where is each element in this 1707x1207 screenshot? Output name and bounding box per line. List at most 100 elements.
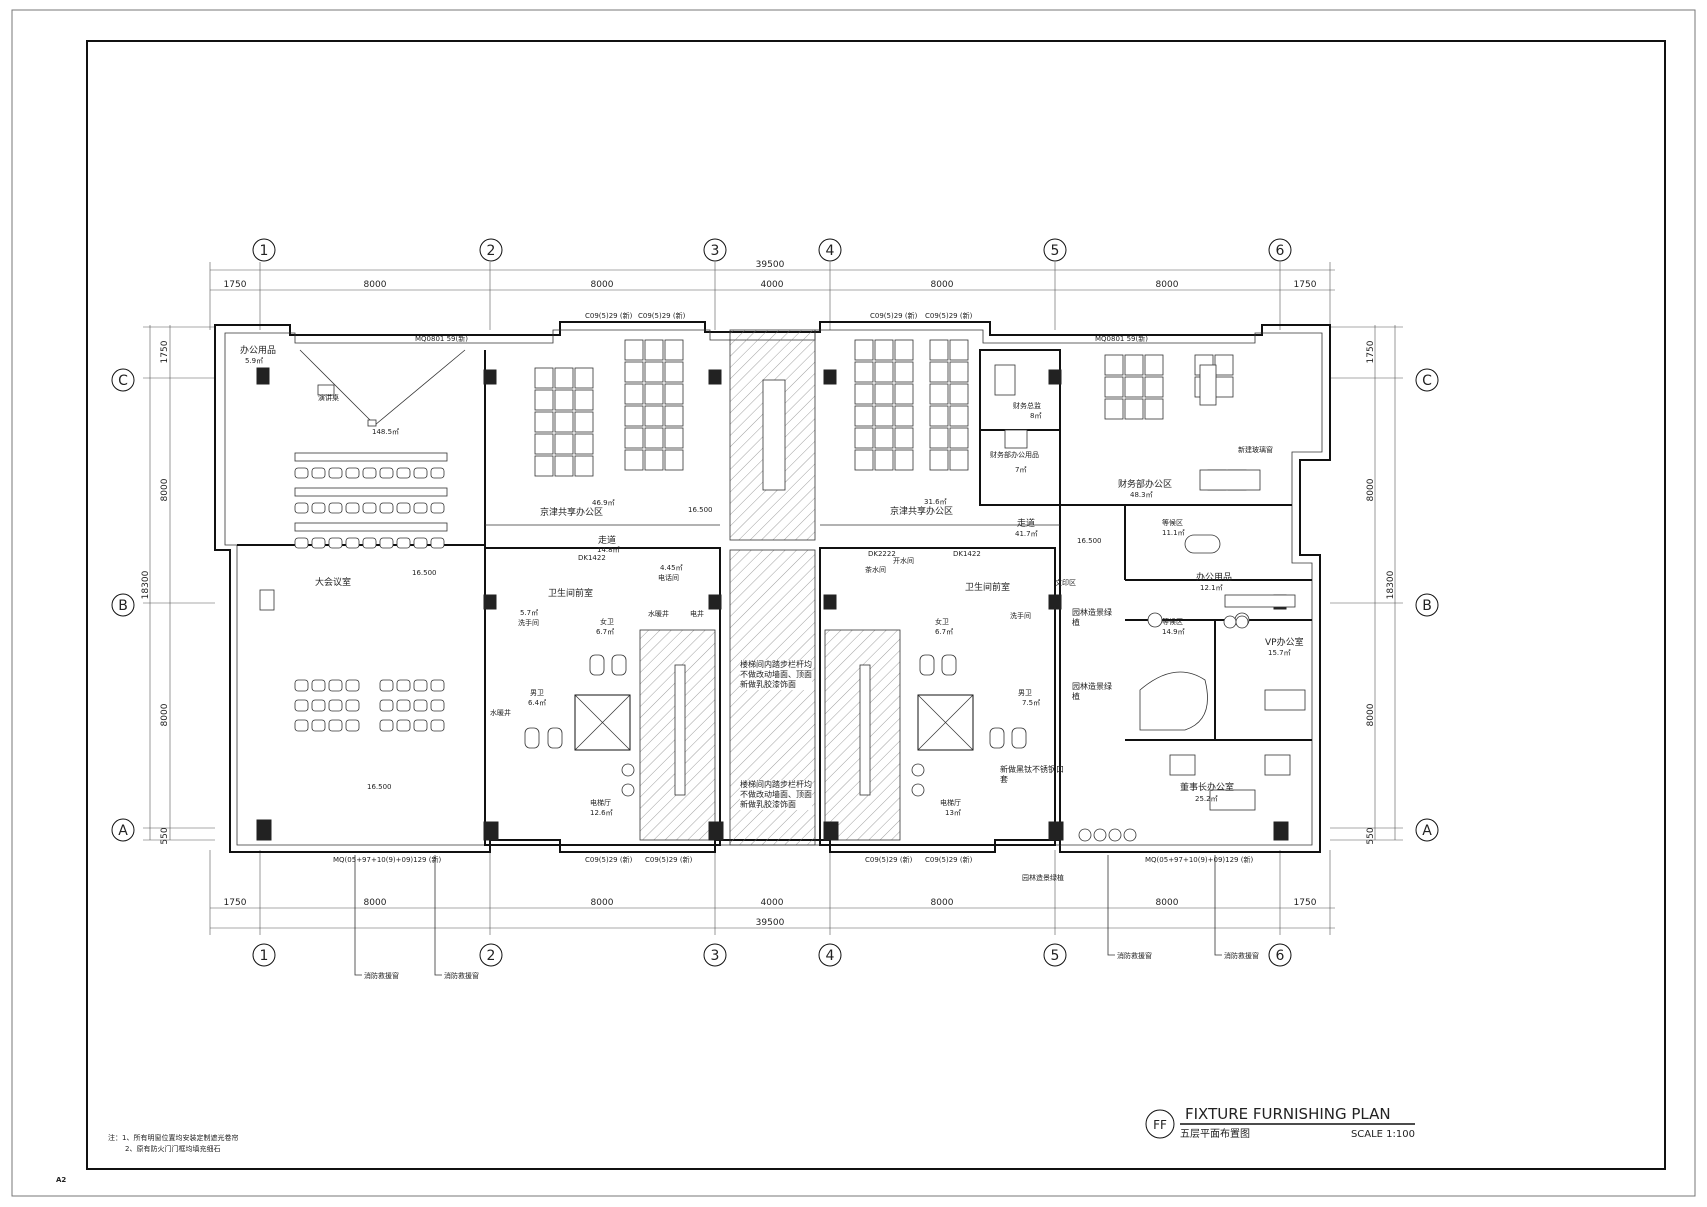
structural-columns	[256, 367, 1289, 841]
axis-left-c: C	[118, 373, 128, 389]
title-badge: FF	[1153, 1118, 1167, 1132]
code-win-c4: C09(5)29 (新)	[925, 311, 973, 320]
stair-note-2: 楼梯间内踏步栏杆均不做改动墙面、顶面新做乳胶漆饰面	[740, 780, 812, 810]
stair-note-1-box: 楼梯间内踏步栏杆均不做改动墙面、顶面新做乳胶漆饰面	[740, 660, 812, 690]
workstation-desk	[874, 383, 894, 405]
workstation-desk	[554, 411, 574, 433]
conference-chair	[311, 537, 326, 549]
code-win-c1: C09(5)29 (新)	[585, 311, 633, 320]
conference-chair	[379, 467, 394, 479]
label-electric-shaft-left: 电井	[690, 609, 704, 618]
plant-pot	[1223, 615, 1237, 629]
workstation-desk	[894, 361, 914, 383]
level-conference: 16.500	[412, 569, 437, 577]
label-office-supplies-right: 办公用品	[1196, 571, 1232, 583]
axis-top-3: 3	[711, 243, 720, 259]
conference-chair	[345, 537, 360, 549]
workstation-desk	[554, 455, 574, 477]
sheet-id: A2	[56, 1176, 66, 1184]
axis-right-b: B	[1422, 598, 1432, 614]
label-waiting-2: 等候区	[1162, 617, 1183, 626]
area-female-right: 6.7㎡	[935, 628, 953, 636]
left-vdim-2: 8000	[160, 478, 170, 501]
top-dim-2: 8000	[364, 280, 387, 290]
bottom-dim-1: 1750	[224, 898, 247, 908]
workstation-desk	[644, 361, 664, 383]
code-win-c2: C09(5)29 (新)	[638, 311, 686, 320]
label-tea-room: 茶水间	[865, 565, 886, 574]
workstation-desk	[874, 449, 894, 471]
workstation-desk	[1124, 354, 1144, 376]
workstation-desk	[624, 449, 644, 471]
conference-podium-lines	[259, 349, 466, 611]
toilet-fixture	[989, 727, 1005, 749]
toilet-fixture	[589, 654, 605, 676]
workstation-desk	[949, 361, 969, 383]
workstation-desk	[624, 383, 644, 405]
workstation-desk	[1104, 376, 1124, 398]
area-elevator-hall-left: 12.6㎡	[590, 809, 613, 817]
drawing-frame	[86, 40, 1666, 1170]
right-dimension-lines	[1330, 325, 1403, 841]
audience-chair	[328, 679, 343, 692]
code-dk-right: DK1422	[953, 550, 981, 558]
area-vp-office: 15.7㎡	[1268, 649, 1291, 657]
workstation-desk	[644, 383, 664, 405]
right-vdim-2: 8000	[1366, 478, 1376, 501]
conference-chair	[379, 537, 394, 549]
area-male-right: 7.5㎡	[1022, 699, 1040, 707]
side-axis-bubbles	[111, 368, 1439, 842]
audience-chair	[379, 699, 394, 712]
top-dim-4: 4000	[761, 280, 784, 290]
label-conference: 大会议室	[315, 576, 351, 588]
area-electric-left: 4.45㎡	[660, 564, 683, 572]
audience-chair	[430, 719, 445, 732]
label-corridor-right: 走道	[1017, 517, 1035, 529]
label-garden-1: 园林造景绿植	[1072, 608, 1112, 627]
workstation-desk	[949, 339, 969, 361]
workstation-desk	[854, 383, 874, 405]
conference-chair	[328, 467, 343, 479]
axis-bottom-4: 4	[826, 948, 835, 964]
area-waiting-1: 11.1㎡	[1162, 529, 1185, 537]
audience-chair	[430, 699, 445, 712]
axis-bottom-3: 3	[711, 948, 720, 964]
conference-chair	[328, 502, 343, 514]
label-fire-rescue-3: 消防救援窗	[1117, 951, 1152, 960]
code-dk-mid: DK2222	[868, 550, 896, 558]
conference-table	[294, 487, 448, 497]
conference-chair	[294, 537, 309, 549]
workstation-desk	[949, 383, 969, 405]
right-vdim-3: 8000	[1366, 703, 1376, 726]
bottom-axis-bubbles	[252, 943, 1292, 967]
left-vertical-total: 18300	[141, 570, 151, 599]
workstation-desk	[854, 449, 874, 471]
level-left-office: 16.500	[688, 506, 713, 514]
toilet-fixture	[919, 654, 935, 676]
workstation-desk	[1124, 376, 1144, 398]
area-female-left: 6.7㎡	[596, 628, 614, 636]
workstation-desk	[644, 405, 664, 427]
conference-chair	[362, 537, 377, 549]
audience-chair	[294, 679, 309, 692]
bottom-dim-3: 8000	[591, 898, 614, 908]
code-win-b2: C09(5)29 (新)	[645, 855, 693, 864]
label-water-heat-left-2: 水暖井	[490, 708, 511, 717]
toilet-fixture	[941, 654, 957, 676]
audience-chair	[430, 679, 445, 692]
top-dim-1: 1750	[224, 280, 247, 290]
toilet-fixture	[547, 727, 563, 749]
axis-top-6: 6	[1276, 243, 1285, 259]
right-vdim-4: 550	[1366, 827, 1376, 844]
area-chairman: 25.2㎡	[1195, 795, 1218, 803]
label-wash-left: 洗手间	[518, 618, 539, 627]
elevators	[574, 694, 974, 751]
workstation-desk	[894, 449, 914, 471]
audience-chair	[379, 679, 394, 692]
workstation-desk	[854, 361, 874, 383]
audience-chair	[379, 719, 394, 732]
area-wash-left: 5.7㎡	[520, 609, 538, 617]
bottom-dim-4: 4000	[761, 898, 784, 908]
conference-chair	[430, 537, 445, 549]
